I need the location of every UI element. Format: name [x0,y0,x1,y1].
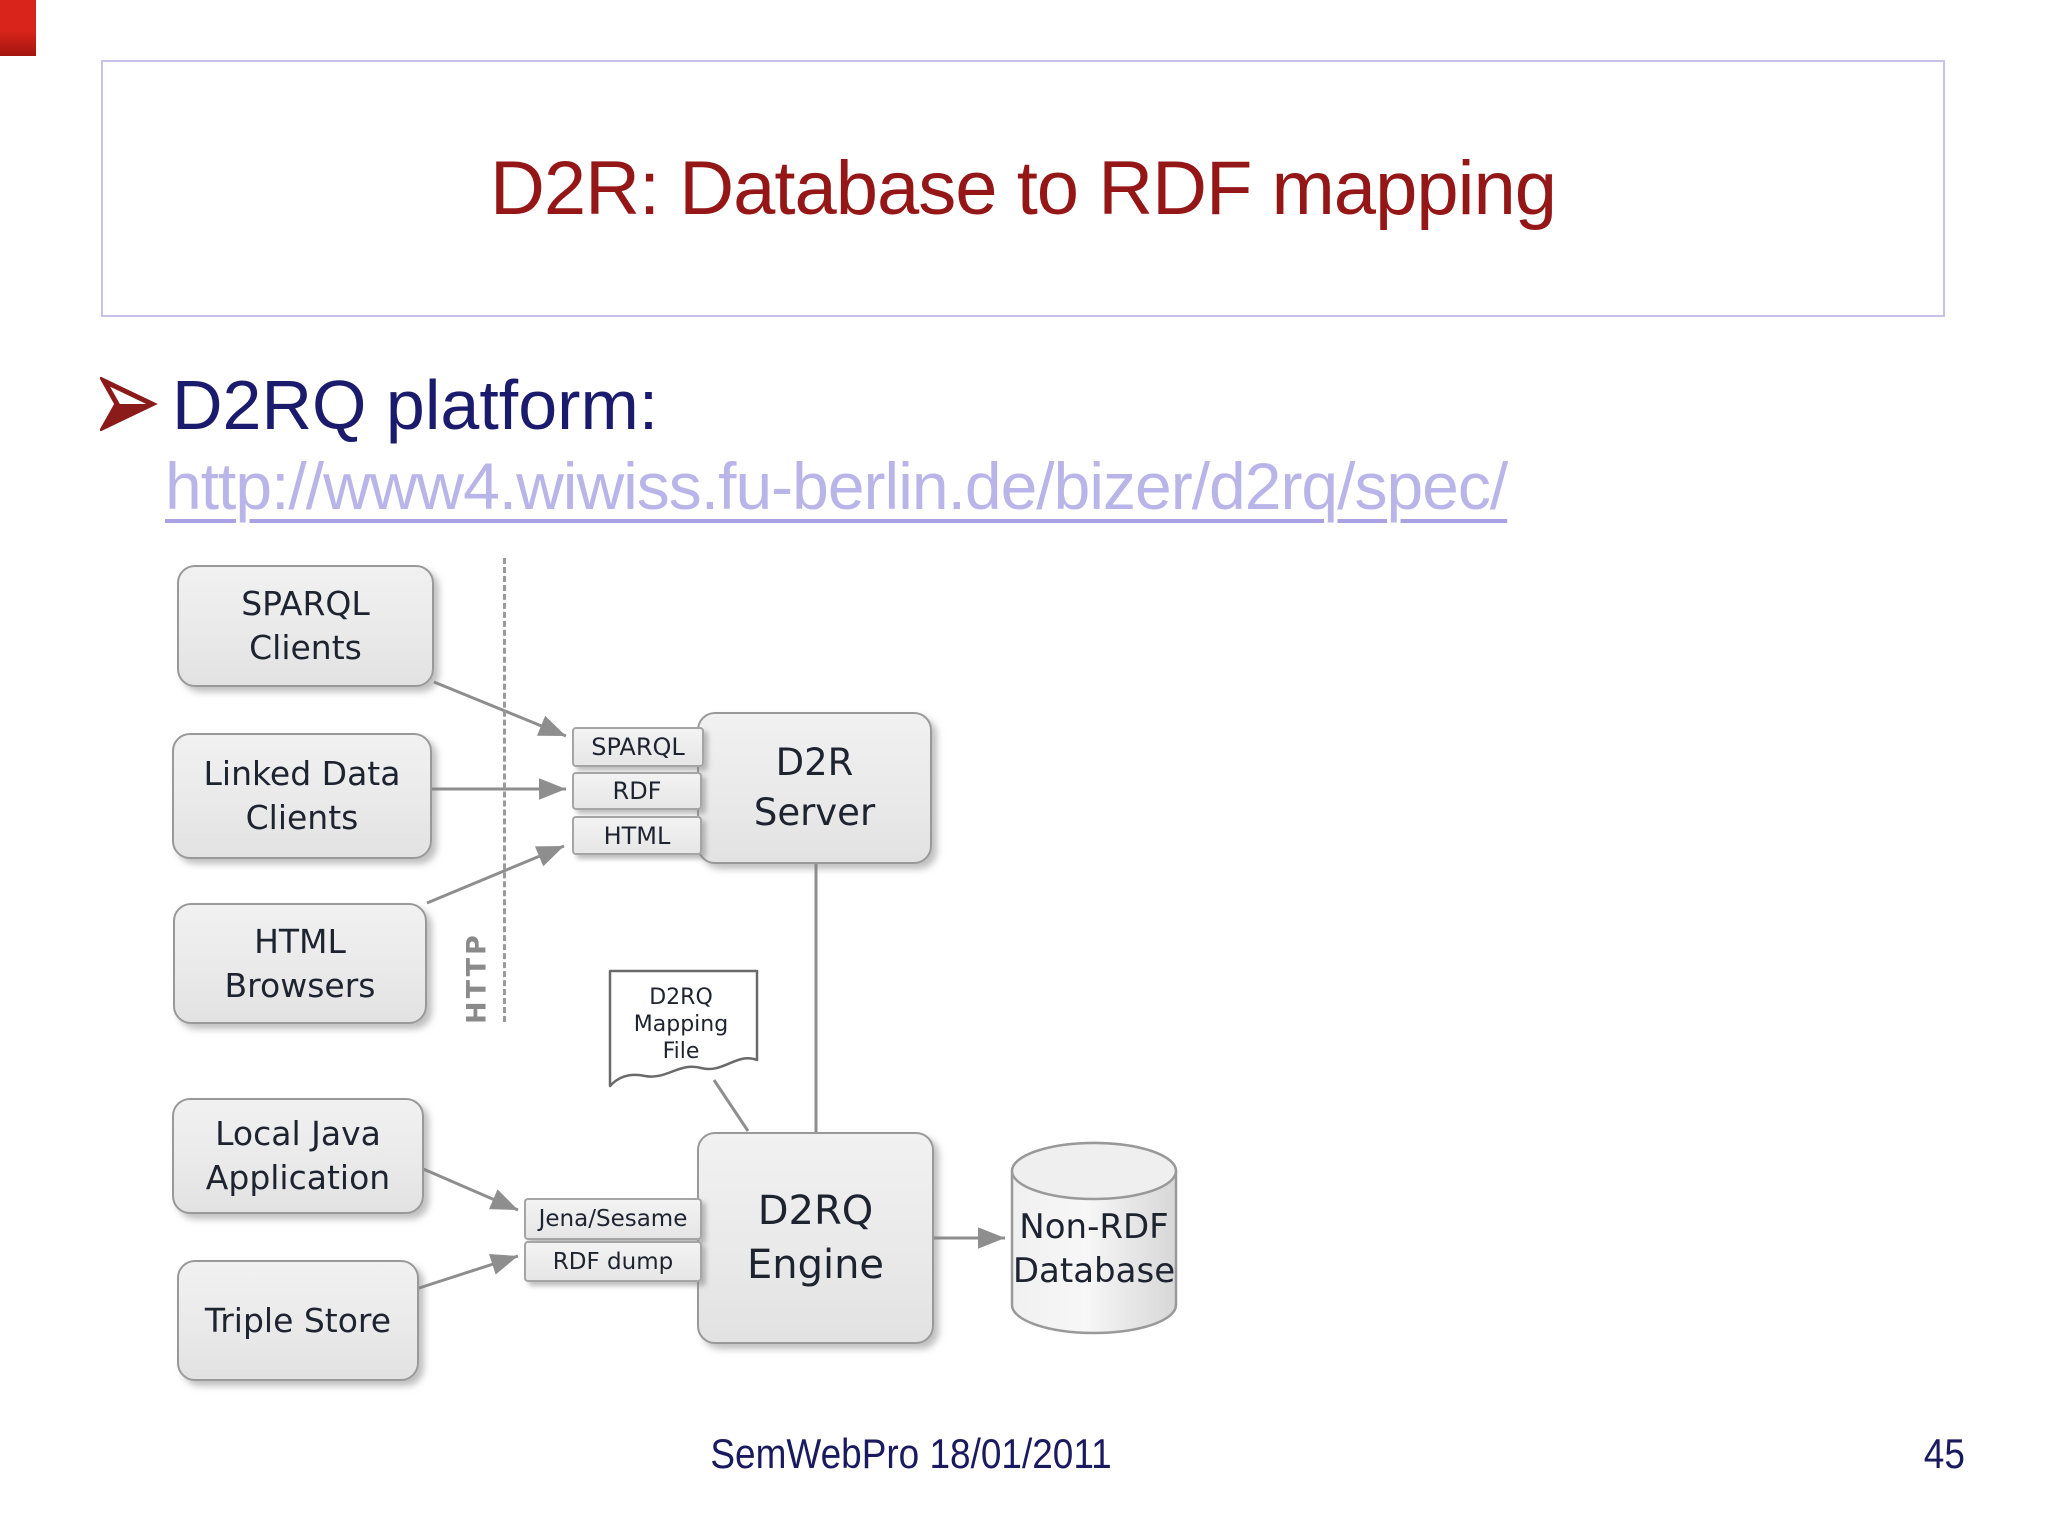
node-label-line: D2RQ [649,985,713,1010]
interface-label: SPARQL [591,733,685,761]
interface-box-html: HTML [572,816,702,855]
line-triplestore-to-rdfdump [415,1254,519,1291]
node-label-line: Server [753,791,876,834]
bullet-label: D2RQ platform: [172,366,659,444]
node-label-line: Mapping [633,1012,729,1037]
node-label-line: Local Java [215,1114,381,1153]
node-label-line: D2R [775,741,854,784]
platform-url-link[interactable]: http://www4.wiwiss.fu-berlin.de/bizer/d2… [165,449,1508,523]
node-d2rq-engine: D2RQ Engine [697,1132,934,1344]
node-label-line: D2RQ [757,1188,874,1234]
node-sparql-clients: SPARQL Clients [177,565,434,687]
database-cylinder-icon [1010,1141,1178,1335]
page-number: 45 [1898,1430,1968,1478]
interface-box-rdf: RDF [572,772,702,810]
node-label-line: Clients [249,628,362,667]
http-boundary-line [503,558,506,1022]
title-box: D2R: Database to RDF mapping [101,60,1945,317]
node-non-rdf-database: Non-RDF Database [1012,1205,1176,1293]
interface-box-rdf-dump: RDF dump [524,1241,702,1282]
node-html-browsers: HTML Browsers [173,903,427,1024]
node-label-line: Linked Data [203,754,401,793]
node-label-line: Non-RDF [1019,1207,1169,1247]
node-label-line: File [662,1039,700,1064]
node-label-line: Database [1012,1251,1176,1291]
interface-label: RDF dump [552,1248,674,1275]
node-label-line: HTML [254,921,346,961]
page-title: D2R: Database to RDF mapping [489,146,1557,231]
node-local-java-application: Local Java Application [172,1098,424,1214]
page-number-text: 45 [1924,1430,1966,1477]
node-label-line: Application [205,1158,391,1197]
footer-credit-text: SemWebPro 18/01/2011 [710,1430,1112,1477]
footer-credit: SemWebPro 18/01/2011 [611,1430,1211,1478]
node-mapping-file: D2RQ Mapping File [606,984,756,1065]
bullet-arrow-icon [100,377,158,431]
interface-label: HTML [603,821,671,850]
node-label-line: Engine [746,1242,885,1288]
node-label-line: Triple Store [204,1300,392,1340]
node-label-line: SPARQL [241,584,370,623]
line-localjava-to-jena [420,1166,519,1212]
interface-label: RDF [612,777,662,805]
node-triple-store: Triple Store [177,1260,419,1381]
http-label: HTTP [461,932,493,1024]
corner-marker [0,0,36,56]
interface-box-jena-sesame: Jena/Sesame [524,1198,702,1240]
line-htmlbrowsers-to-html [426,844,565,905]
interface-label: Jena/Sesame [538,1206,688,1232]
node-label-line: Browsers [224,965,376,1005]
node-linked-data-clients: Linked Data Clients [172,733,432,859]
node-label-line: Clients [245,798,359,837]
interface-box-sparql: SPARQL [572,727,704,767]
line-sparqlclients-to-sparql [433,680,567,738]
node-d2r-server: D2R Server [697,712,932,864]
mapping-file-document-icon [608,969,759,1088]
